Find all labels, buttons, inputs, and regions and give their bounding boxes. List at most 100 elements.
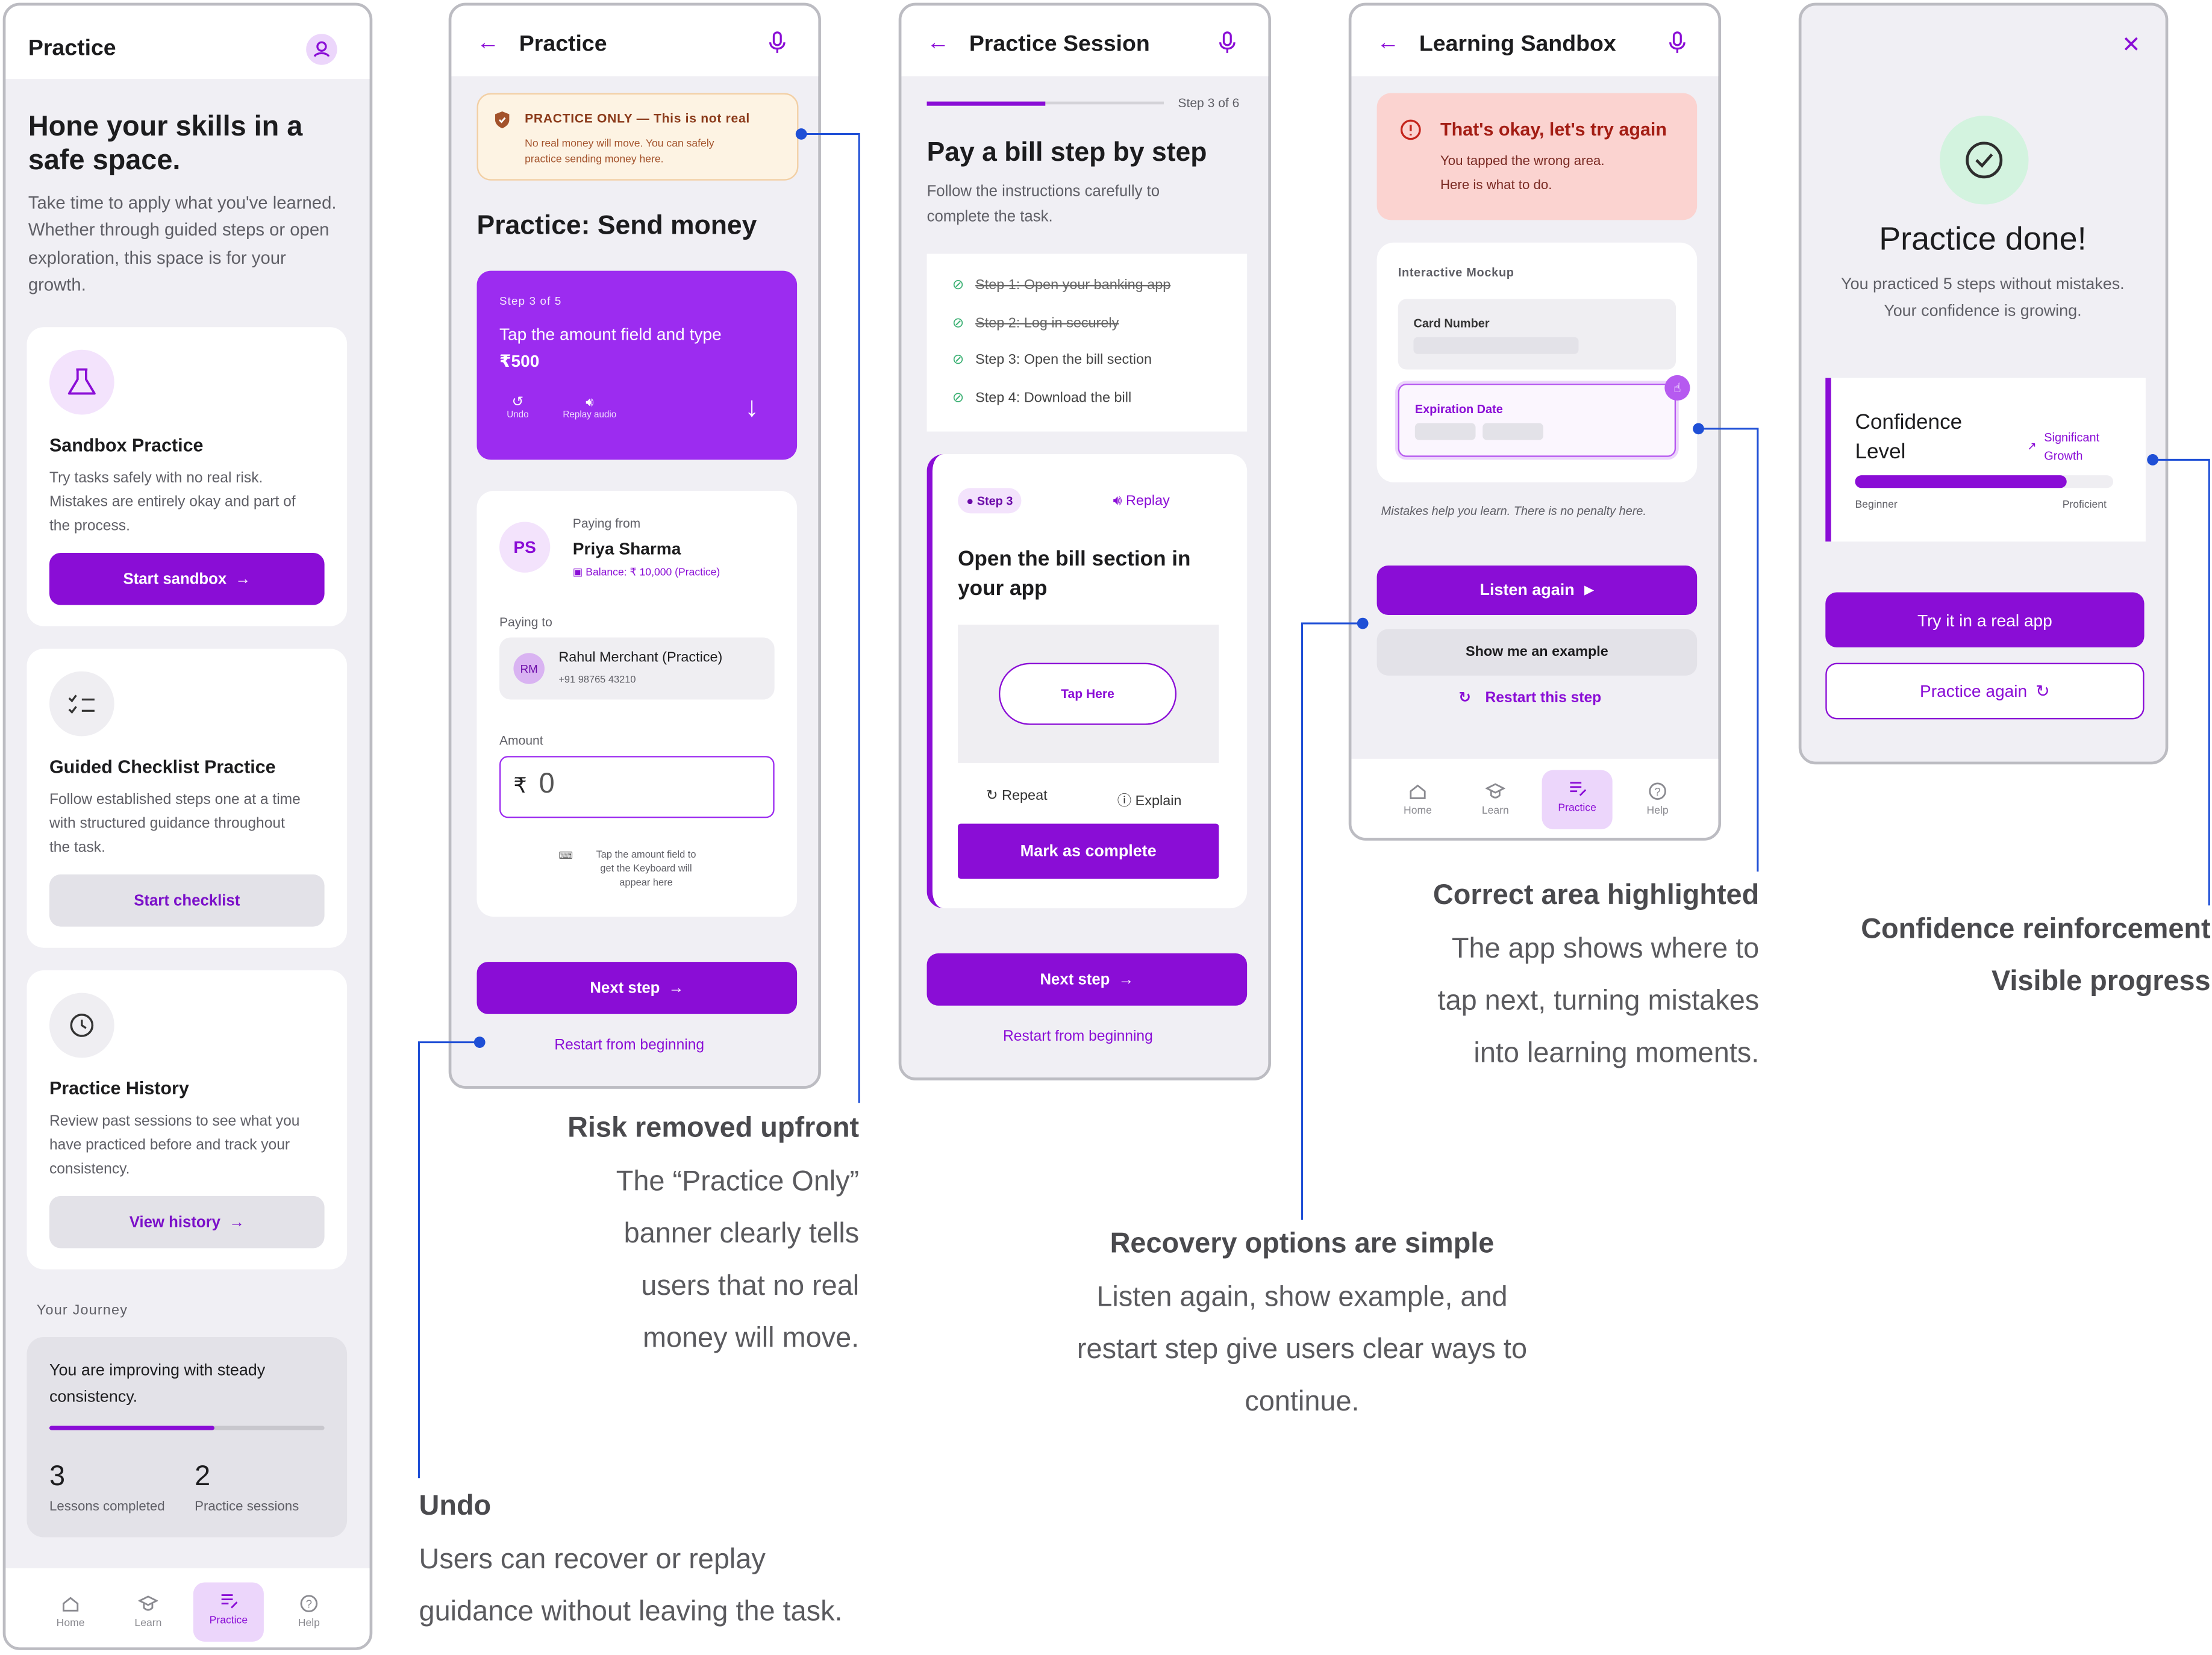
banner-body: No real money will move. You can safely bbox=[525, 137, 714, 150]
screen-send-money: ← Practice PRACTICE ONLY — This is not r… bbox=[448, 2, 821, 1089]
current-step-card: ● Step 3 🔊︎ Replay Open the bill section… bbox=[926, 454, 1248, 909]
interactive-mockup-card: Interactive Mockup Card Number Expiratio… bbox=[1376, 242, 1698, 482]
success-body: You practiced 5 steps without mistakes. bbox=[1841, 276, 2125, 294]
payment-form-card: PS Paying from Priya Sharma ▣ Balance: ₹… bbox=[476, 490, 798, 917]
connector-dot bbox=[2147, 454, 2158, 466]
paying-from-label: Paying from bbox=[572, 516, 641, 531]
arrow-right-icon: → bbox=[229, 1214, 245, 1231]
nav-practice[interactable]: Practice bbox=[193, 1582, 264, 1642]
journey-progress-fill bbox=[49, 1426, 214, 1430]
arrow-right-icon: → bbox=[668, 979, 684, 997]
success-body: Your confidence is growing. bbox=[1884, 303, 2082, 320]
explain-button[interactable]: ⓘ Explain bbox=[1117, 788, 1182, 809]
connector-undo bbox=[417, 1041, 480, 1479]
tap-here-button[interactable]: Tap Here bbox=[998, 662, 1177, 725]
undo-button[interactable]: ↺Undo bbox=[499, 395, 536, 420]
error-body: You tapped the wrong area. bbox=[1440, 154, 1605, 170]
start-sandbox-button[interactable]: Start sandbox→ bbox=[49, 552, 325, 605]
screen-practice-session: ← Practice Session Step 3 of 6 Pay a bil… bbox=[898, 2, 1271, 1080]
paying-to-label: Paying to bbox=[499, 615, 552, 629]
button-label: Mark as complete bbox=[1020, 843, 1157, 860]
nav-home[interactable]: Home bbox=[1382, 776, 1453, 832]
practice-icon bbox=[221, 1594, 238, 1609]
next-step-button[interactable]: Next step→ bbox=[476, 962, 798, 1014]
nav-practice[interactable]: Practice bbox=[1542, 770, 1613, 829]
banner-body: practice sending money here. bbox=[525, 152, 664, 165]
restart-link[interactable]: Restart from beginning bbox=[554, 1036, 705, 1054]
check-circle-icon: ⊘ bbox=[952, 352, 964, 369]
nav-learn[interactable]: Learn bbox=[1460, 776, 1531, 832]
hint-line: Tap the amount field to bbox=[596, 850, 696, 861]
practice-again-button[interactable]: Practice again ↻ bbox=[1825, 662, 2145, 720]
back-arrow-icon[interactable]: ← bbox=[1376, 31, 1400, 55]
microphone-icon[interactable] bbox=[1667, 30, 1687, 62]
undo-icon: ↺ bbox=[511, 394, 524, 411]
step-item: ⊘Step 3: Open the bill section bbox=[952, 352, 1152, 368]
journey-text: consistency. bbox=[49, 1389, 138, 1406]
field-placeholder bbox=[1414, 423, 1476, 440]
nav-help[interactable]: ?Help bbox=[1622, 776, 1693, 832]
card-number-field[interactable]: Card Number bbox=[1398, 299, 1676, 370]
balance-text: Balance: ₹ 10,000 (Practice) bbox=[586, 566, 720, 579]
session-progress-track bbox=[926, 101, 1164, 105]
page-title: Practice Session bbox=[969, 32, 1150, 57]
amount-label: Amount bbox=[499, 733, 543, 748]
hero-title: Hone your skills in a bbox=[28, 111, 303, 143]
error-title: That's okay, let's try again bbox=[1440, 118, 1667, 140]
nav-learn[interactable]: Learn bbox=[113, 1588, 183, 1645]
stat-value: 2 bbox=[195, 1461, 211, 1492]
view-history-button[interactable]: View history→ bbox=[49, 1195, 325, 1248]
flask-icon bbox=[49, 349, 114, 415]
nav-label: Learn bbox=[134, 1616, 162, 1629]
annotation-line: The app shows where to bbox=[1451, 933, 1760, 965]
replay-button[interactable]: 🔊︎ Replay bbox=[1113, 494, 1170, 510]
button-label: Practice again bbox=[1920, 681, 2028, 701]
expiration-date-field[interactable]: Expiration Date bbox=[1398, 383, 1676, 457]
annotation-risk-body: The “Practice Only” banner clearly tells… bbox=[616, 1156, 859, 1365]
card-body: have practiced before and track your bbox=[49, 1136, 290, 1154]
balance: ▣ Balance: ₹ 10,000 (Practice) bbox=[573, 566, 720, 578]
microphone-icon[interactable] bbox=[767, 30, 787, 62]
try-real-app-button[interactable]: Try it in a real app bbox=[1825, 592, 2145, 647]
next-step-button[interactable]: Next step→ bbox=[926, 953, 1248, 1006]
amount-input[interactable]: ₹ 0 bbox=[499, 756, 775, 818]
mark-complete-button[interactable]: Mark as complete bbox=[958, 823, 1219, 879]
profile-icon[interactable] bbox=[306, 34, 337, 65]
header bbox=[1351, 5, 1719, 76]
annotation-line: continue. bbox=[1245, 1386, 1360, 1418]
payer-name: Priya Sharma bbox=[572, 538, 681, 559]
replay-audio-button[interactable]: 🔊︎Replay audio bbox=[556, 395, 623, 420]
listen-again-button[interactable]: Listen again▶ bbox=[1376, 566, 1698, 616]
wallet-icon: ▣ bbox=[572, 566, 586, 579]
tap-label: Tap Here bbox=[1061, 687, 1114, 701]
field-label: Expiration Date bbox=[1414, 402, 1503, 416]
annotation-recovery-title: Recovery options are simple bbox=[1110, 1228, 1495, 1260]
refresh-icon: ↻ bbox=[2035, 681, 2050, 701]
nav-home[interactable]: Home bbox=[36, 1588, 106, 1645]
restart-link[interactable]: Restart from beginning bbox=[1003, 1028, 1153, 1046]
close-icon[interactable]: ✕ bbox=[2122, 34, 2141, 58]
annotation-line: tap next, turning mistakes bbox=[1437, 985, 1760, 1017]
restart-step-button[interactable]: ↻Restart this step bbox=[1458, 690, 1601, 706]
nav-help[interactable]: ?Help bbox=[273, 1588, 344, 1645]
header bbox=[901, 5, 1269, 76]
checklist-card: Guided Checklist Practice Follow establi… bbox=[27, 649, 348, 948]
annotation-line: restart step give users clear ways to bbox=[1076, 1334, 1527, 1365]
nav-label: Help bbox=[298, 1616, 320, 1629]
show-example-button[interactable]: Show me an example bbox=[1376, 629, 1698, 676]
instruction-card: Step 3 of 5 Tap the amount field and typ… bbox=[476, 270, 798, 460]
button-label: Listen again bbox=[1479, 581, 1575, 599]
payee-row[interactable]: RM Rahul Merchant (Practice) +91 98765 4… bbox=[499, 637, 775, 700]
start-checklist-button[interactable]: Start checklist bbox=[49, 874, 325, 927]
repeat-button[interactable]: ↻ Repeat bbox=[986, 788, 1048, 804]
microphone-icon[interactable] bbox=[1217, 30, 1237, 62]
back-arrow-icon[interactable]: ← bbox=[476, 31, 499, 55]
tap-hint-icon: ☝︎ bbox=[1664, 375, 1690, 401]
session-progress-fill bbox=[926, 101, 1046, 105]
back-arrow-icon[interactable]: ← bbox=[926, 31, 950, 55]
bottom-nav: Home Learn Practice ?Help bbox=[5, 1568, 370, 1648]
connector-correct bbox=[1698, 428, 1759, 872]
annotation-undo-title: Undo bbox=[419, 1491, 492, 1522]
connector-risk bbox=[801, 132, 860, 1103]
confidence-card: Confidence Level ↗ Significant Growth Be… bbox=[1825, 378, 2146, 542]
